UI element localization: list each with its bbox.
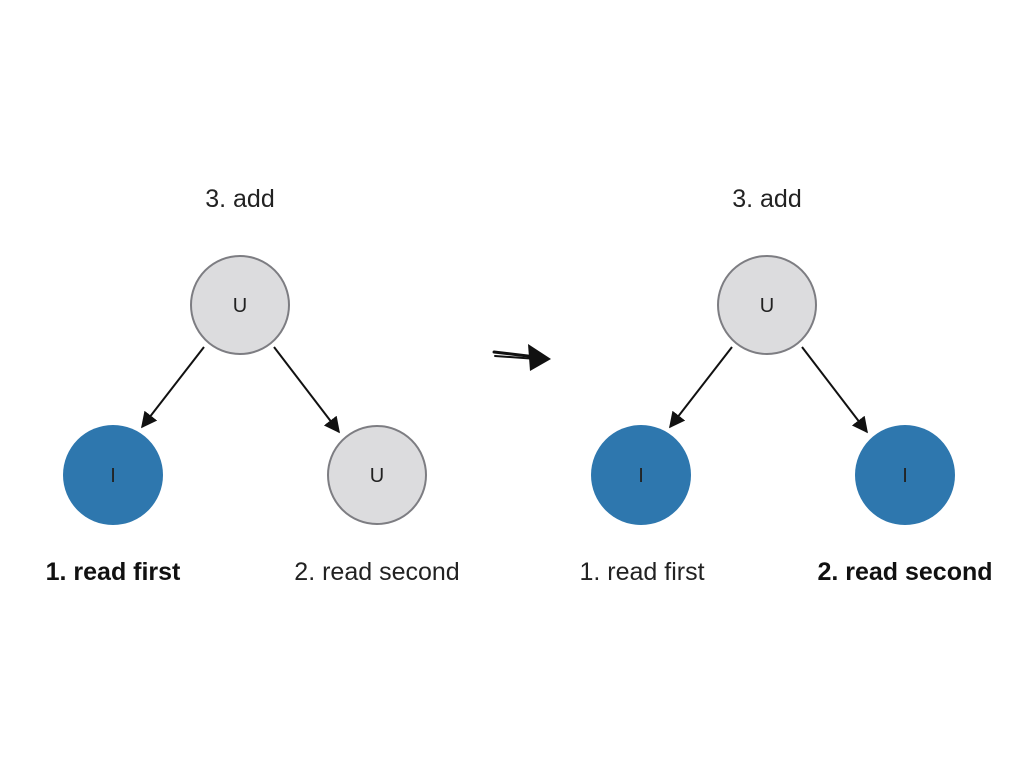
left-left-child-circle: [63, 425, 163, 525]
left-root-node: U: [190, 255, 290, 355]
left-root-circle: [190, 255, 290, 355]
right-root-label: U: [760, 295, 774, 317]
left-diagram: 3. add U I U 1. read first 2. read secon…: [46, 185, 460, 586]
left-left-child-node: I: [63, 425, 163, 525]
right-right-child-label: I: [902, 465, 908, 487]
left-read-second-label: 2. read second: [294, 558, 459, 586]
left-left-child-label: I: [110, 465, 116, 487]
left-read-first-label: 1. read first: [46, 558, 181, 586]
right-left-child-label: I: [638, 465, 644, 487]
right-right-child-circle: [855, 425, 955, 525]
left-root-label: U: [233, 295, 247, 317]
right-right-child-node: I: [855, 425, 955, 525]
right-diagram: 3. add U I I 1. read first 2. read secon…: [579, 185, 992, 586]
left-edge-to-left-child: [141, 346, 205, 429]
left-right-child-label: U: [370, 465, 384, 487]
right-root-circle: [717, 255, 817, 355]
left-right-child-node: U: [327, 425, 427, 525]
left-add-label: 3. add: [205, 185, 275, 213]
right-read-second-label: 2. read second: [817, 558, 992, 586]
right-root-node: U: [717, 255, 817, 355]
left-edge-to-right-child: [273, 346, 340, 434]
right-left-child-node: I: [591, 425, 691, 525]
right-add-label: 3. add: [732, 185, 802, 213]
right-read-first-label: 1. read first: [579, 558, 704, 586]
left-right-child-circle: [327, 425, 427, 525]
right-arrow-icon: [492, 344, 551, 371]
right-edge-to-right-child: [801, 346, 868, 434]
right-edge-to-left-child: [669, 346, 733, 429]
right-left-child-circle: [591, 425, 691, 525]
